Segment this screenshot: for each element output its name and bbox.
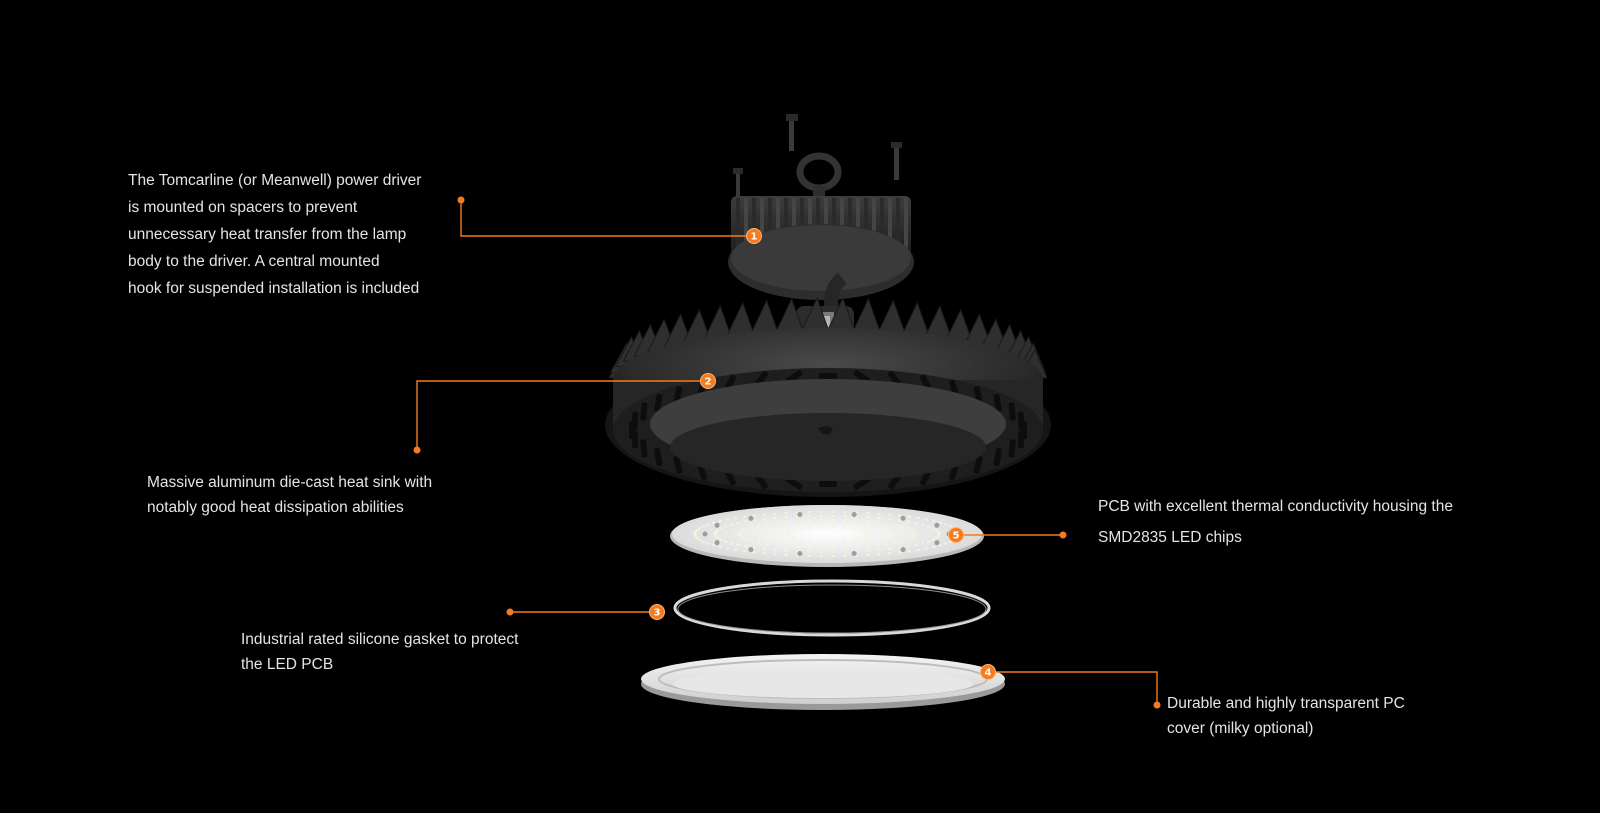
badge-3-label: 3 <box>654 608 661 619</box>
mounting-screws <box>733 114 902 204</box>
callout-2-line: notably good heat dissipation abilities <box>147 499 404 516</box>
callout-1-line: hook for suspended installation is inclu… <box>128 280 420 297</box>
callout-2-line: Massive aluminum die-cast heat sink with <box>147 474 433 491</box>
suspension-hook <box>796 152 842 200</box>
screw-right <box>891 142 902 180</box>
badge-3: 3 <box>649 604 665 620</box>
leader-line-4 <box>988 671 1158 705</box>
callout-1-line: body to the driver. A central mounted <box>128 253 380 270</box>
callout-pc-cover: Durable and highly transparent PC cover … <box>1167 691 1405 741</box>
badge-4: 4 <box>980 664 996 680</box>
callout-5-line: SMD2835 LED chips <box>1098 529 1242 546</box>
badge-5-label: 5 <box>953 531 960 542</box>
silicone-gasket <box>673 579 991 637</box>
pc-cover <box>641 654 1005 710</box>
callout-4-line: Durable and highly transparent PC <box>1167 695 1405 712</box>
badge-4-label: 4 <box>985 668 992 679</box>
callout-1-line: unnecessary heat transfer from the lamp <box>128 226 407 243</box>
badge-2-label: 2 <box>705 377 712 388</box>
leader-line-2 <box>416 380 706 450</box>
led-pcb <box>670 505 984 567</box>
callout-3-line: Industrial rated silicone gasket to prot… <box>241 631 519 648</box>
callout-4-line: cover (milky optional) <box>1167 720 1314 737</box>
callout-pcb: PCB with excellent thermal conductivity … <box>1098 491 1453 553</box>
callout-power-driver: The Tomcarline (or Meanwell) power drive… <box>128 167 421 302</box>
screw-center <box>786 114 798 151</box>
callout-heat-sink: Massive aluminum die-cast heat sink with… <box>147 470 432 520</box>
callout-gasket: Industrial rated silicone gasket to prot… <box>241 627 518 677</box>
leader-lines <box>413 196 1161 709</box>
heat-sink <box>605 296 1051 497</box>
badge-5: 5 <box>948 527 964 543</box>
callout-1-line: is mounted on spacers to prevent <box>128 199 358 216</box>
screw-left <box>733 168 743 204</box>
badge-1: 1 <box>746 228 762 244</box>
callout-3-line: the LED PCB <box>241 656 334 673</box>
leader-line-1 <box>460 200 753 237</box>
callout-1-line: The Tomcarline (or Meanwell) power drive… <box>128 172 422 189</box>
badge-2: 2 <box>700 373 716 389</box>
callout-5-line: PCB with excellent thermal conductivity … <box>1098 498 1453 515</box>
badge-1-label: 1 <box>751 232 758 243</box>
power-driver <box>728 196 914 330</box>
